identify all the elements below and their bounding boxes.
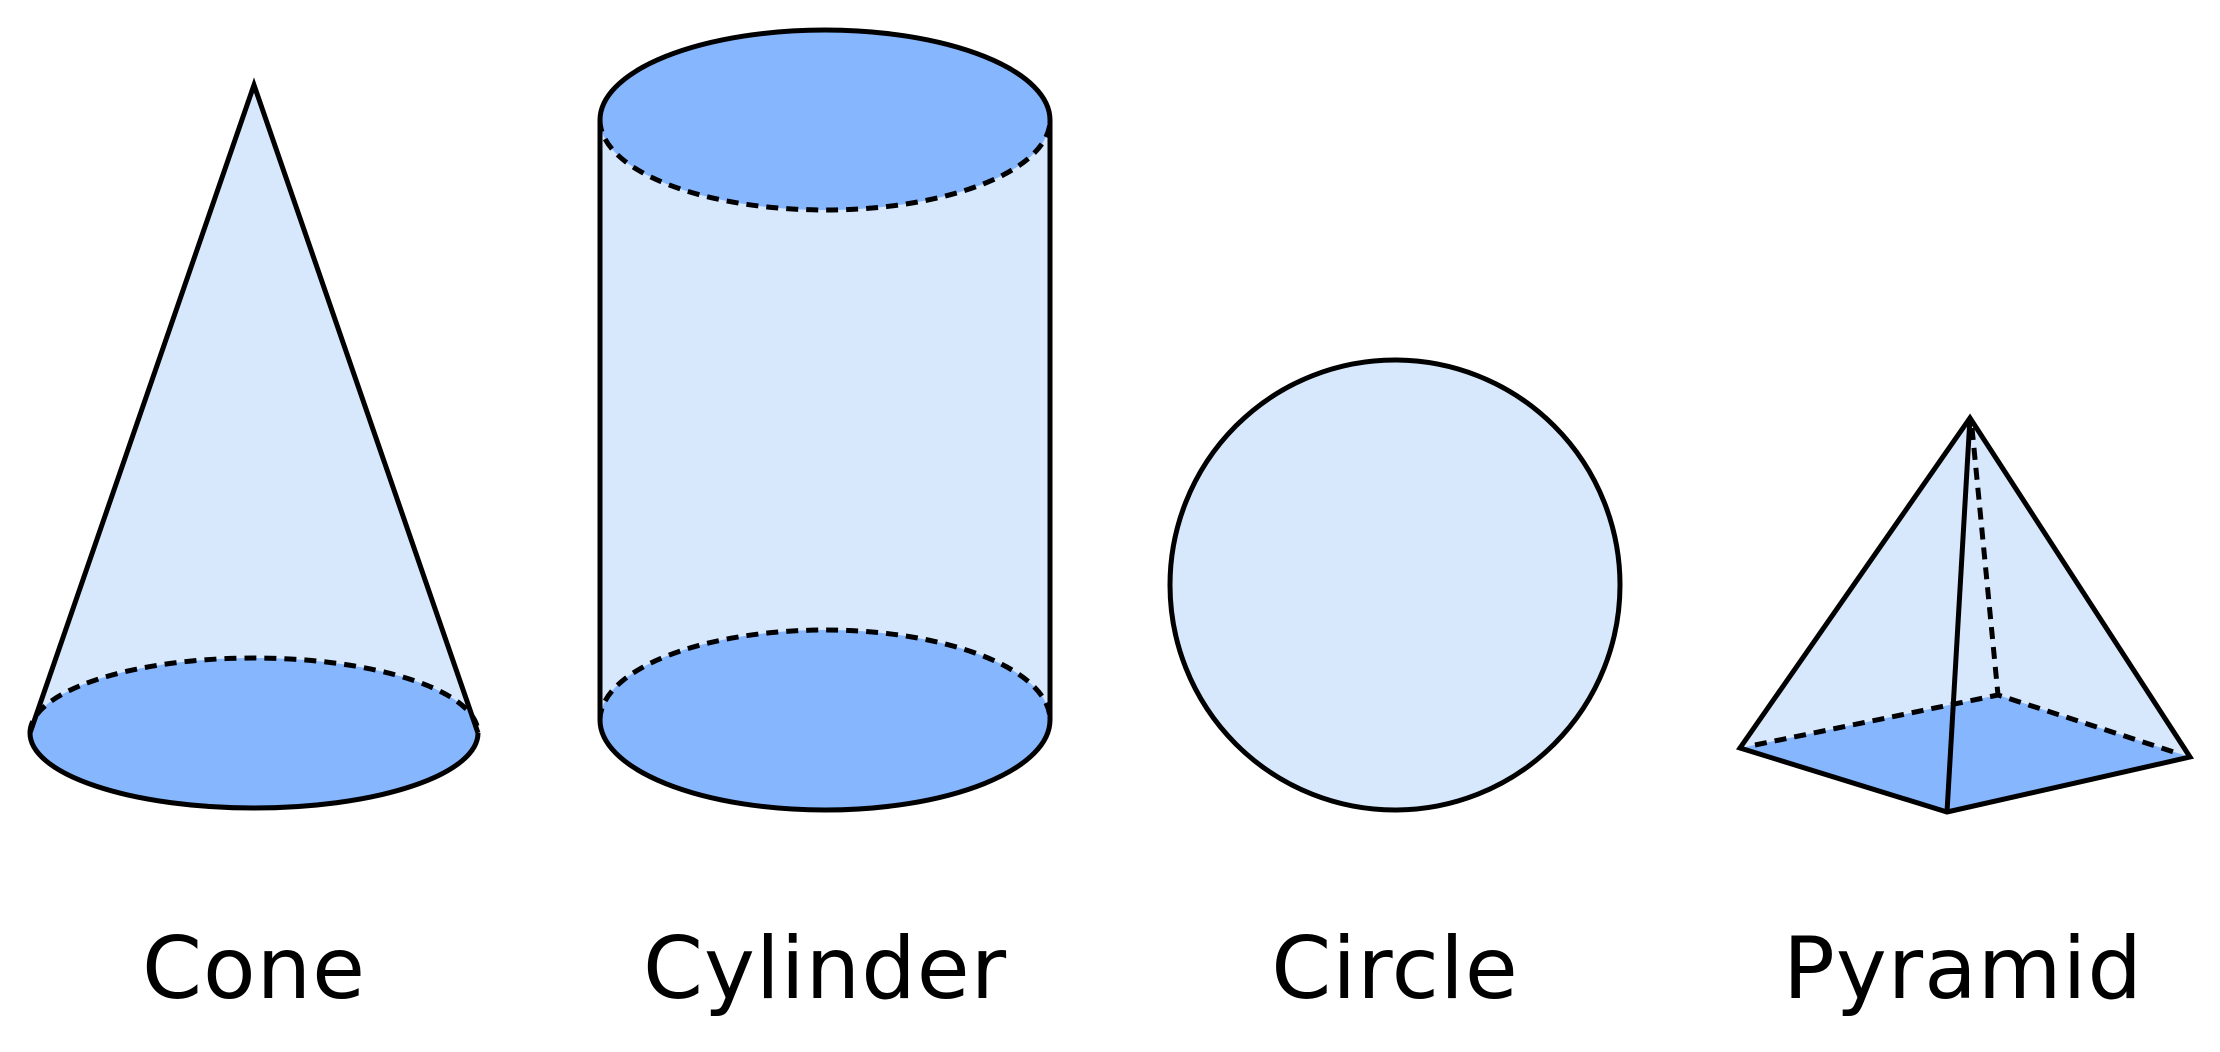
cone-sides (27, 77, 481, 734)
cylinder-bottom-base (600, 630, 1050, 810)
cone-figure (27, 77, 481, 811)
cylinder-body (600, 120, 1050, 810)
pyramid-front-edge (1944, 417, 1973, 813)
cone-label: Cone (142, 919, 366, 1019)
cylinder-top-hidden-edge (597, 119, 1053, 213)
pyramid-hidden-edge (1969, 427, 2001, 696)
circle-shape (1167, 357, 1623, 813)
cylinder-top-back-edge (597, 27, 1053, 121)
cylinder-top-base (600, 30, 1050, 210)
cylinder-bottom-front-edge (597, 719, 1053, 813)
cylinder-label: Cylinder (643, 919, 1007, 1019)
circle-figure (1167, 357, 1623, 813)
cone-body (30, 85, 478, 808)
pyramid-label: Pyramid (1783, 919, 2143, 1019)
cylinder-figure (597, 27, 1053, 813)
cone-base-front-edge (27, 732, 481, 811)
cylinder-bottom-hidden-edge (597, 627, 1053, 721)
pyramid-figure (1735, 413, 2195, 815)
circle-label: Circle (1271, 919, 1519, 1019)
cone-base (30, 658, 478, 808)
cone-base-hidden-edge (27, 655, 481, 734)
pyramid-outline-fill (1740, 418, 2190, 812)
